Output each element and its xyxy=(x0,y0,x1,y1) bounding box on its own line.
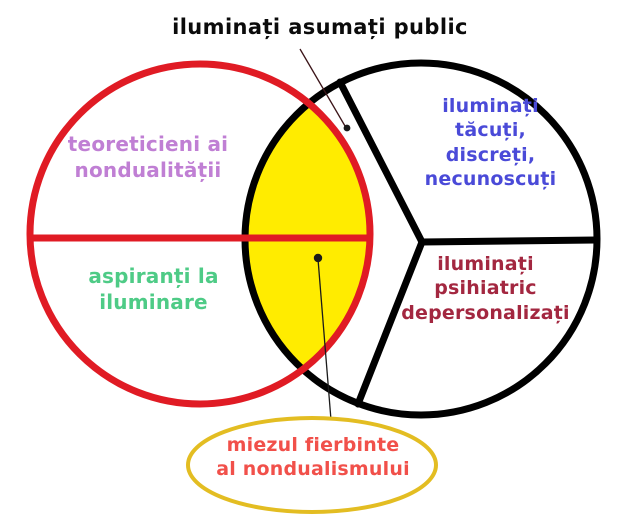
intersection-leader-dot xyxy=(313,253,323,263)
left-circle-outline xyxy=(26,60,374,408)
label-hot-core-of-nondualism: miezul fierbinte al nondualismului xyxy=(216,434,410,481)
right-divider-horizontal xyxy=(418,236,600,246)
title-leader-dot xyxy=(343,124,351,132)
label-silent-discreet-unknown: iluminați tăcuți, discreți, necunoscuți xyxy=(424,95,557,190)
page-title: iluminați asumați public xyxy=(172,15,468,39)
intersection-leader xyxy=(313,253,332,421)
right-divider-lower-left xyxy=(354,238,426,408)
intersection-leader-line xyxy=(317,258,332,421)
right-circle-dividers xyxy=(336,78,600,408)
title-leader-line xyxy=(299,48,346,127)
label-theoreticians-of-nonduality: teoreticieni ai nondualității xyxy=(67,132,229,182)
label-aspirants-to-enlightenment: aspiranți la iluminare xyxy=(88,264,219,314)
label-psychiatrically-depersonalized: iluminați psihiatric depersonalizați xyxy=(401,253,570,324)
title-leader xyxy=(299,48,351,132)
intersection-lens xyxy=(245,64,370,404)
callout-ellipse xyxy=(186,416,438,514)
right-divider-upper-left xyxy=(336,78,426,246)
